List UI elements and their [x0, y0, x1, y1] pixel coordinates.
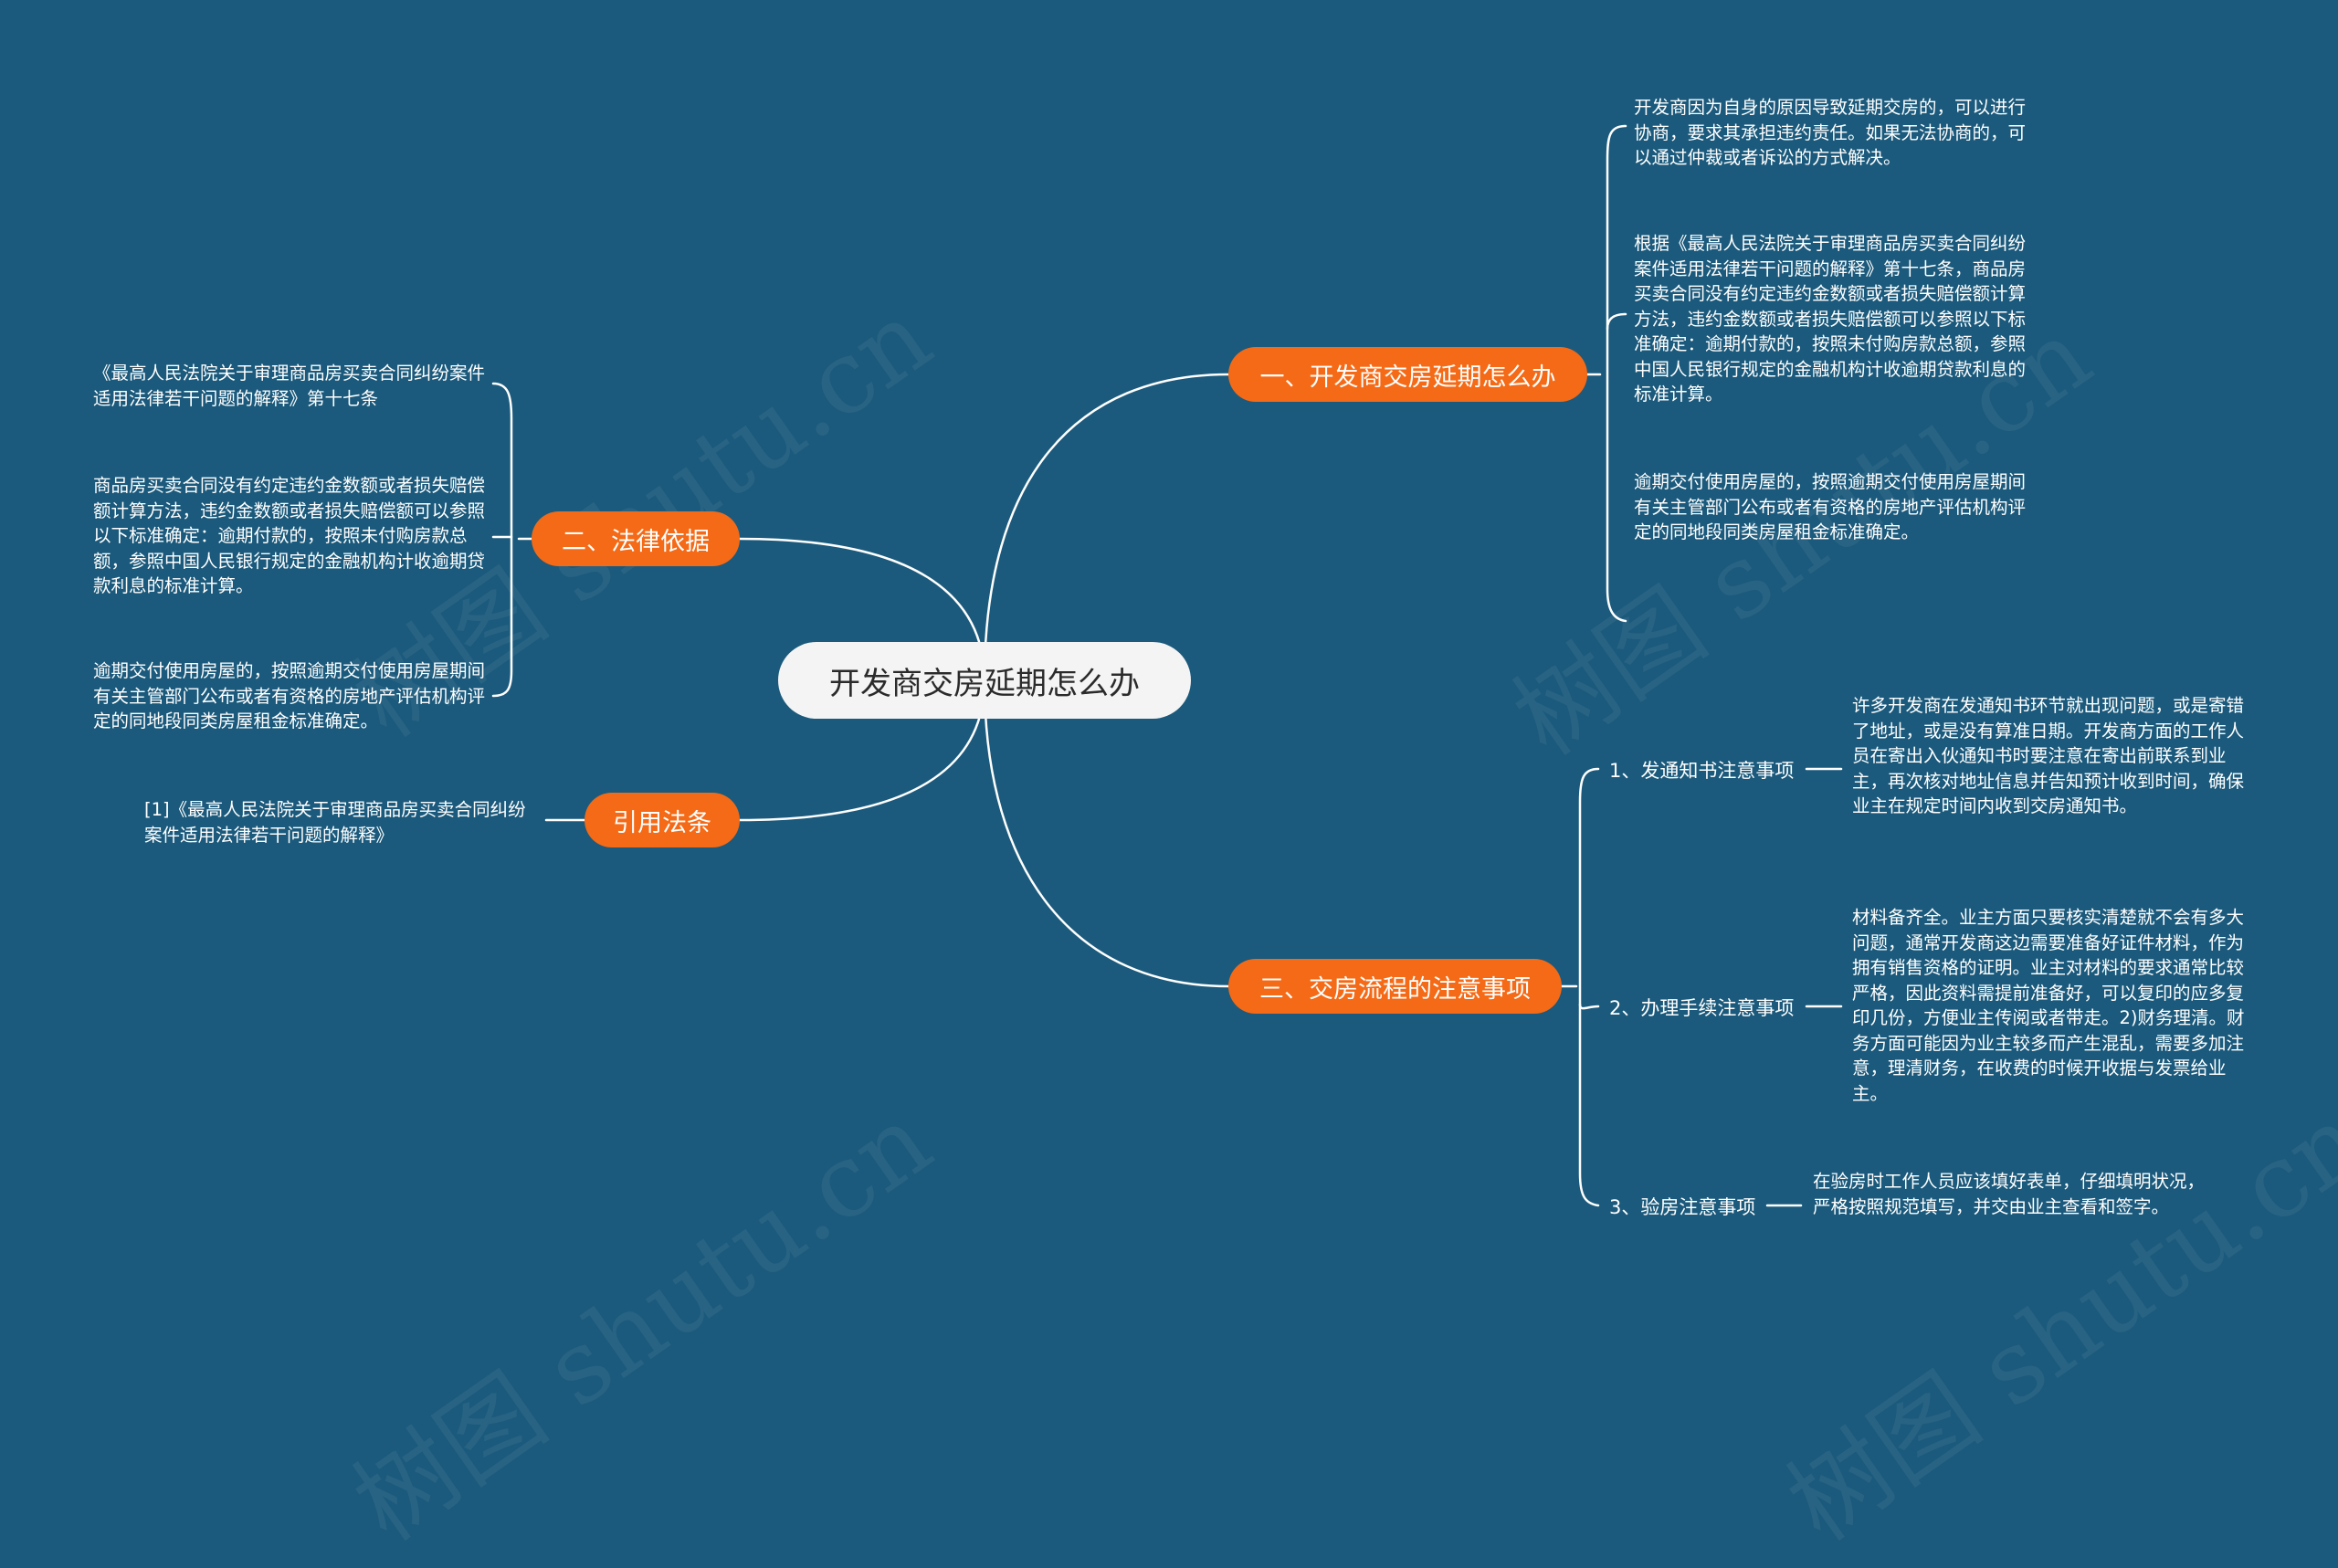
branch-node-3[interactable]: 三、交房流程的注意事项 — [1228, 959, 1562, 1014]
sub-node-2[interactable]: 2、办理手续注意事项 — [1609, 997, 1795, 1019]
leaf-b3-3: 在验房时工作人员应该填好表单，仔细填明状况，严格按照规范填写，并交由业主查看和签… — [1813, 1171, 2206, 1217]
mindmap-canvas: 树图 shutu.cn 树图 shutu.cn 树图 shutu.cn 树图 s… — [93, 97, 2338, 1563]
sub-node-1[interactable]: 1、发通知书注意事项 — [1609, 760, 1795, 782]
branch-label: 二、法律依据 — [562, 527, 710, 556]
leaf-b4-1: [1]《最高人民法院关于审理商品房买卖合同纠纷案件适用法律若干问题的解释》 — [144, 799, 526, 846]
link-root-b1 — [983, 373, 1230, 682]
leaf-b3-2: 材料备齐全。业主方面只要核实清楚就不会有多大问题，通常开发商这边需要准备好证件材… — [1852, 907, 2245, 1104]
sub-node-3[interactable]: 3、验房注意事项 — [1609, 1196, 1756, 1218]
leaf-b1-2: 根据《最高人民法院关于审理商品房买卖合同纠纷案件适用法律若干问题的解释》第十七条… — [1634, 233, 2027, 405]
leaf-b2-3: 逾期交付使用房屋的，按照逾期交付使用房屋期间有关主管部门公布或者有资格的房地产评… — [93, 660, 486, 731]
bracket-b1 — [1606, 124, 1627, 623]
branch-node-2[interactable]: 二、法律依据 — [532, 511, 740, 566]
root-label: 开发商交房延期怎么办 — [829, 665, 1140, 702]
leaf-b2-2: 商品房买卖合同没有约定违约金数额或者损失赔偿额计算方法，违约金数额或者损失赔偿额… — [93, 475, 486, 596]
link-root-b3 — [983, 679, 1230, 988]
branch-node-1[interactable]: 一、开发商交房延期怎么办 — [1228, 347, 1587, 402]
leaf-b3-1: 许多开发商在发通知书环节就出现问题，或是寄错了地址，或是没有算准日期。开发商方面… — [1852, 695, 2245, 816]
branch-label: 一、开发商交房延期怎么办 — [1259, 363, 1556, 392]
bracket-b3 — [1578, 767, 1600, 1207]
root-node[interactable]: 开发商交房延期怎么办 — [778, 642, 1191, 719]
branch-node-4[interactable]: 引用法条 — [584, 793, 740, 847]
bracket-b2 — [491, 382, 513, 698]
link-b3-sub2 — [1578, 1003, 1600, 1010]
leaf-b2-1: 《最高人民法院关于审理商品房买卖合同纠纷案件适用法律若干问题的解释》第十七条 — [93, 363, 486, 409]
leaf-b1-1: 开发商因为自身的原因导致延期交房的，可以进行协商，要求其承担违约责任。如果无法协… — [1634, 97, 2027, 168]
leaf-b1-3: 逾期交付使用房屋的，按照逾期交付使用房屋期间有关主管部门公布或者有资格的房地产评… — [1634, 471, 2027, 542]
link-b1-leaf2 — [1606, 312, 1627, 331]
branch-label: 三、交房流程的注意事项 — [1259, 974, 1531, 1004]
branch-label: 引用法条 — [613, 808, 711, 837]
